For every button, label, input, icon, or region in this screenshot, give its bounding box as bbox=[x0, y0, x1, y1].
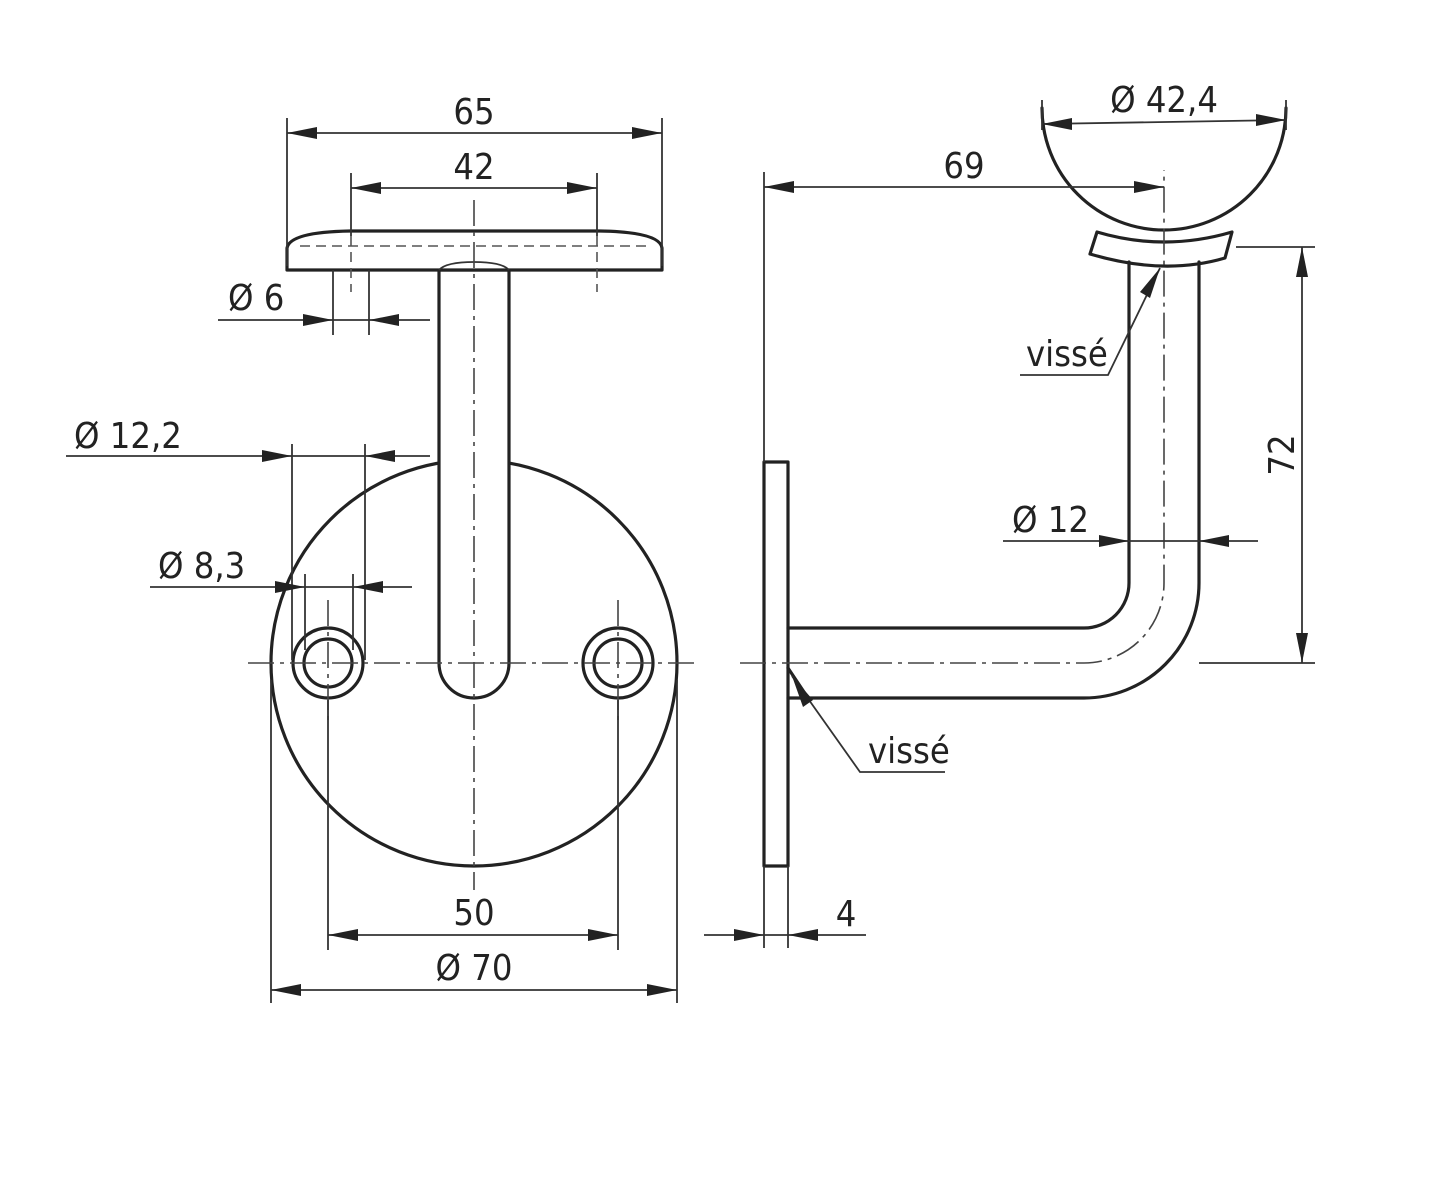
dimension-dia-12-label: Ø 12 bbox=[1012, 500, 1089, 541]
dimension-dia-70-label: Ø 70 bbox=[436, 948, 513, 989]
wall-plate bbox=[762, 460, 790, 868]
bar-centerline bbox=[740, 170, 1165, 664]
dimension-65: 65 bbox=[286, 92, 663, 266]
stem bbox=[437, 268, 511, 700]
dimension-72: 72 bbox=[1199, 246, 1315, 664]
dimension-dia-6: Ø 6 bbox=[218, 278, 430, 326]
side-view: Ø 42,4 69 72 Ø 12 bbox=[704, 80, 1315, 948]
saddle-side bbox=[1088, 230, 1234, 268]
dimension-69-label: 69 bbox=[943, 146, 984, 187]
weld-note-top-label: vissé bbox=[1026, 334, 1108, 375]
dimension-65-label: 65 bbox=[453, 92, 494, 133]
dimension-dia-12-2-label: Ø 12,2 bbox=[74, 416, 182, 457]
weld-note-bottom-label: vissé bbox=[868, 731, 950, 772]
dimension-50-label: 50 bbox=[453, 893, 494, 934]
dimension-4: 4 bbox=[704, 866, 866, 948]
dimension-dia-12: Ø 12 bbox=[1003, 500, 1258, 547]
dimension-69: 69 bbox=[763, 146, 1164, 462]
weld-note-top: vissé bbox=[1020, 267, 1161, 376]
weld-note-bottom: vissé bbox=[791, 675, 950, 773]
dimension-72-label: 72 bbox=[1262, 434, 1303, 475]
dimension-dia-8-3: Ø 8,3 bbox=[150, 546, 412, 650]
dimension-dia-8-3-label: Ø 8,3 bbox=[158, 546, 245, 587]
dimension-4-label: 4 bbox=[836, 894, 857, 935]
dimension-42-label: 42 bbox=[453, 147, 494, 188]
dimension-dia-12-2: Ø 12,2 bbox=[66, 416, 430, 660]
bent-bar bbox=[786, 260, 1201, 700]
dimension-dia-70: Ø 70 bbox=[270, 680, 678, 1003]
dimension-50: 50 bbox=[327, 700, 619, 950]
dimension-dia-42-4-label: Ø 42,4 bbox=[1110, 80, 1218, 121]
dimension-dia-6-label: Ø 6 bbox=[228, 278, 284, 319]
dimension-dia-42-4: Ø 42,4 bbox=[1041, 80, 1287, 130]
dimension-42: 42 bbox=[350, 147, 598, 236]
front-view: 65 42 Ø 6 Ø 12,2 bbox=[66, 92, 700, 1003]
